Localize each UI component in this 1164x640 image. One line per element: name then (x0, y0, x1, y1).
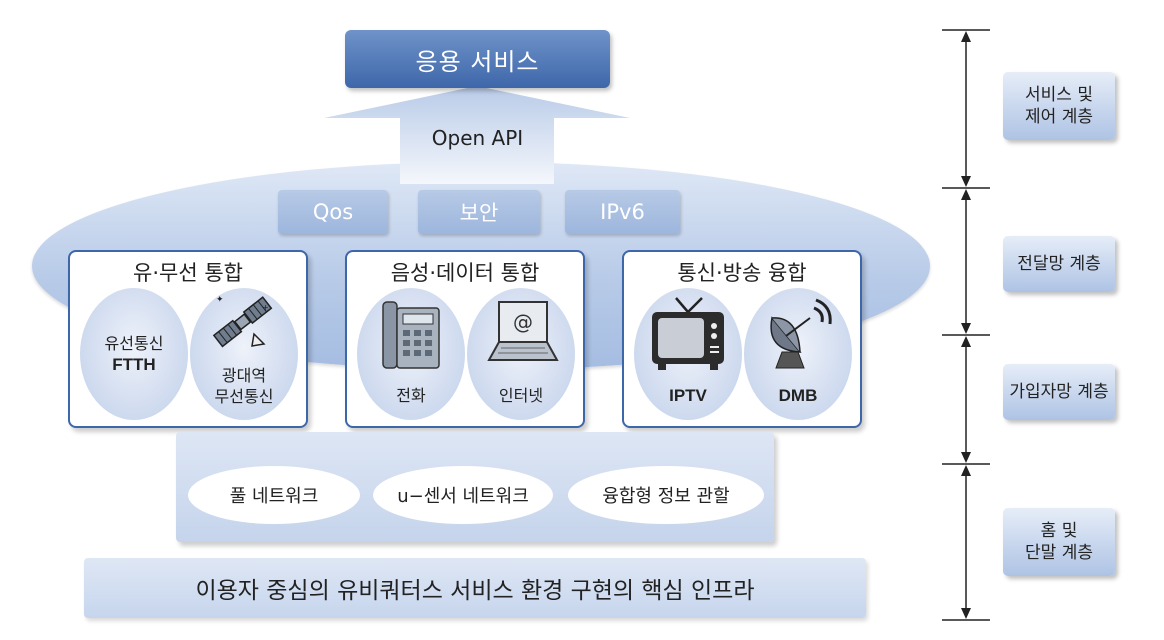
group-title: 유·무선 통합 (133, 261, 243, 285)
core-infrastructure-bar: 이용자 중심의 유비쿼터스 서비스 환경 구현의 핵심 인프라 (84, 558, 866, 618)
svg-text:@: @ (513, 310, 533, 334)
satellite-icon: ✦ + (212, 295, 273, 348)
iptv-bubble: IPTV (634, 288, 742, 420)
service-control-layer-label: 서비스 및 제어 계층 (1003, 72, 1115, 140)
bubble-label: 인터넷 (498, 385, 544, 405)
security-chip: 보안 (418, 190, 540, 234)
satellite-dish-icon (770, 298, 832, 369)
group-title: 통신·방송 융합 (677, 261, 807, 285)
phone-icon (382, 301, 440, 369)
tv-icon (652, 297, 724, 370)
subscriber-layer-label: 가입자망 계층 (1003, 364, 1115, 420)
transport-layer-label: 전달망 계층 (1003, 236, 1115, 292)
full-network-oval: 풀 네트워크 (188, 466, 360, 524)
svg-text:✦: ✦ (216, 295, 224, 305)
bubble-label: FTTH (112, 355, 156, 374)
wired-wireless-group: 유·무선 통합 유선통신 FTTH ✦ + 광대역 무선통신 (68, 250, 308, 428)
bubble-label: 유선통신 (104, 334, 164, 353)
converged-info-oval: 융합형 정보 관할 (568, 466, 764, 524)
bubble-label: IPTV (669, 385, 707, 405)
internet-bubble: @ 인터넷 (467, 288, 575, 420)
bubble-label: 광대역 (221, 366, 267, 385)
layer-label-line: 전달망 계층 (1017, 254, 1101, 274)
api-arrow (324, 86, 630, 184)
group-title: 음성·데이터 통합 (390, 261, 540, 285)
bubble-label: DMB (778, 385, 818, 405)
qos-chip: Qos (278, 190, 388, 234)
u-sensor-network-oval: u−센서 네트워크 (373, 466, 553, 524)
layer-label-line: 단말 계층 (1025, 543, 1093, 563)
bubble-label: 전화 (396, 385, 426, 405)
layer-label-line: 서비스 및 (1025, 85, 1093, 105)
laptop-icon: @ (487, 301, 559, 361)
open-api-label: Open API (431, 126, 524, 150)
layer-label-line: 가입자망 계층 (1009, 382, 1109, 402)
layer-ruler (942, 29, 990, 621)
svg-text:+: + (262, 303, 269, 312)
layer-label-line: 홈 및 (1040, 521, 1078, 541)
application-service-box: 응용 서비스 (345, 30, 610, 88)
phone-bubble: 전화 (357, 288, 465, 420)
layer-label-line: 제어 계층 (1025, 107, 1093, 127)
ipv6-chip: IPv6 (565, 190, 680, 234)
home-terminal-layer-label: 홈 및 단말 계층 (1003, 508, 1115, 576)
dmb-bubble: DMB (744, 288, 852, 420)
wireless-bubble: ✦ + 광대역 무선통신 (190, 288, 298, 420)
voice-data-group: 음성·데이터 통합 전화 @ 인터넷 (345, 250, 585, 428)
bubble-label: 무선통신 (214, 387, 274, 406)
telecom-broadcast-group: 통신·방송 융합 IPTV DMB (622, 250, 862, 428)
wired-bubble: 유선통신 FTTH (80, 288, 188, 420)
